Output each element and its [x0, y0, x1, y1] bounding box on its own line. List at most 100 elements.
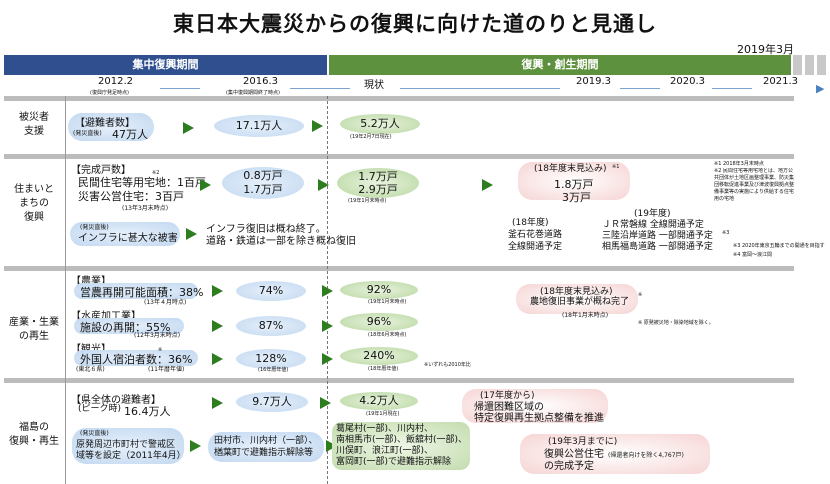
housing-value-now: 1.7万戸 2.9万戸: [337, 168, 419, 198]
agri-plan: 農地復旧事業が概ね完了: [530, 297, 630, 307]
zone-start-bg: [72, 428, 184, 464]
timeline-tick-2020: 2020.3: [670, 76, 705, 87]
agri-now-note: (19年1月末時点): [368, 299, 407, 305]
fy19-head: (19年度): [634, 209, 671, 219]
infra-arrow-icon: [186, 228, 197, 240]
fuku-pre: (ピーク時): [78, 404, 122, 414]
document-date: 2019年3月: [737, 43, 794, 56]
agri-plan-note: (18年1月末時点): [562, 312, 609, 319]
phase-tail-2: [805, 55, 814, 75]
section-label-evacuee: 被災者支援: [19, 112, 49, 137]
housing-row-land: 民間住宅等用宅地：1百戸: [78, 176, 206, 189]
agri-plan-head: (18年度末見込み): [540, 287, 613, 297]
housing-plan-b: 3万戸: [562, 191, 591, 204]
infra-damage: インフラに甚大な被害: [78, 233, 178, 244]
tour-mark: ※: [158, 347, 163, 353]
housing-arrow-1-icon: [200, 179, 211, 191]
section-label-industry: 産業・生業の再生: [9, 317, 59, 342]
fuku-arrow-1-icon: [212, 397, 223, 409]
housing-footnote-4: ※4 富岡〜浪江間: [733, 252, 772, 258]
housing-row-land-mark: ※2: [152, 170, 160, 176]
fish-head: 【水産加工業】: [71, 311, 141, 322]
fish-value-now: 96%: [340, 313, 418, 331]
fuku-plan2-a: 復興公営住宅: [544, 449, 604, 460]
housing-plan-a: 1.8万戸: [554, 178, 594, 191]
zone-b: 域等を設定（2011年4月）: [76, 451, 186, 461]
now-lift-a: 葛尾村(一部)、川内村、: [336, 424, 434, 434]
housing-note-2013: (13年3月末時点): [122, 205, 169, 212]
timeline-axis-3: [400, 88, 560, 89]
timeline-axis-5: [712, 88, 752, 89]
fuku-value-2016: 9.7万人: [236, 392, 308, 412]
fish-note: (12年3月末時点): [134, 332, 181, 339]
fuku-plan-a: 帰還困難区域の: [474, 402, 544, 413]
tour-pre: (東北６県): [76, 366, 105, 373]
agri-plan-mark: ※: [638, 292, 643, 298]
tour-value-now: 240%: [340, 347, 418, 365]
agri-value-now: 92%: [340, 281, 418, 299]
housing-footnote-1: ※1 2018年3月末時点: [714, 161, 764, 167]
tour-note: (11年暦年値): [148, 366, 185, 373]
infra-pre: (発災直後): [80, 224, 109, 231]
fish-start: 施設の再開：55%: [80, 321, 171, 334]
housing-head: 【完成戸数】: [71, 165, 131, 176]
housing-value-now-b: 2.9万戸: [358, 183, 398, 196]
timeline-arrow-icon: ▶: [816, 82, 825, 95]
housing-value-2016-a: 0.8万戸: [243, 169, 283, 182]
timeline-tick-2016: 2016.3: [243, 76, 278, 87]
fuku-value-now: 4.2万人: [340, 392, 418, 410]
fish-now-note: (18年6月末時点): [368, 332, 407, 338]
lift-bg: [208, 432, 324, 462]
fuku-value-peak: 16.4万人: [124, 405, 171, 418]
fuku-arrow-2-icon: [320, 397, 331, 409]
housing-arrow-3-icon: [482, 179, 493, 191]
fy18-road: 釜石花巻道路: [508, 230, 563, 240]
now-lift-c: 川俣町、浪江町(一部)、: [336, 446, 434, 456]
fuku-plan2-paren: (帰還者向けを除く4,767戸): [608, 452, 684, 459]
fuku-plan2-b: の完成予定: [544, 461, 594, 472]
fuku-plan-bg: [462, 389, 608, 423]
agri-arrow-2-icon: [322, 285, 333, 297]
evacuee-value-now: 5.2万人: [340, 114, 420, 134]
label-divider: [65, 96, 66, 484]
fuku-plan2-head: (19年3月までに): [548, 437, 618, 447]
fy18-head: (18年度): [512, 218, 549, 228]
agri-arrow-1-icon: [212, 285, 223, 297]
evacuee-start-bg: [68, 113, 154, 141]
housing-value-now-a: 1.7万戸: [358, 170, 398, 183]
fy19-sanriku: 三陸沿岸道路 一部開通予定: [602, 231, 713, 241]
housing-value-2016-b: 1.7万戸: [243, 183, 283, 196]
fy19-mark: ※3: [722, 230, 730, 236]
housing-now-note: (19年1月末時点): [348, 198, 387, 204]
lift-a: 田村市、川内村（一部）、: [214, 436, 318, 446]
tour-head: 【観光】: [71, 340, 111, 355]
fy19-soma: 相馬福島道路 一部開通予定: [602, 242, 713, 252]
agri-value-2016: 74%: [236, 281, 306, 301]
housing-plan-head: (18年度末見込み): [534, 164, 607, 174]
phase-tail-1: [793, 55, 802, 75]
evacuee-value-2012: 47万人: [112, 128, 148, 141]
fuku-plan2-bg: [520, 434, 710, 474]
fuku-plan-head: (17年度から): [480, 391, 535, 401]
timeline-axis-4: [620, 88, 660, 89]
housing-row-public: 災害公営住宅：3百戸: [78, 190, 184, 203]
agri-start-bg: [74, 283, 198, 299]
phase-revitalization: 復興・創生期間: [329, 55, 791, 75]
infra-roads: 道路・鉄道は一部を除き概ね復旧: [206, 236, 356, 247]
lift-b: 楢葉町で避難指示解除等: [214, 448, 314, 458]
fish-arrow-2-icon: [322, 320, 333, 332]
agri-plan-bg: [516, 284, 638, 314]
tour-2016-note: (16年暦年値): [258, 367, 289, 373]
zone-arrow-1-icon: [190, 440, 201, 452]
timeline-tick-now: 現状: [364, 80, 384, 91]
evacuee-value-2016: 17.1万人: [214, 115, 304, 137]
zone-pre: (発災直後): [80, 430, 109, 437]
evacuee-pre: (発災直後): [73, 130, 102, 137]
infra-restored: インフラ復旧は概ね終了。: [206, 224, 326, 235]
housing-arrow-2-icon: [318, 179, 329, 191]
phase-tail-3: [817, 55, 826, 75]
agri-footnote: ※ 原発被災地・除染地域を除く。: [638, 320, 714, 326]
agri-start: 営農再開可能面積：38%: [80, 286, 204, 299]
zone-arrow-2-icon: [326, 440, 337, 452]
housing-footnote-3: ※3 2020年東京五輪までの開通を目指す: [733, 243, 825, 249]
